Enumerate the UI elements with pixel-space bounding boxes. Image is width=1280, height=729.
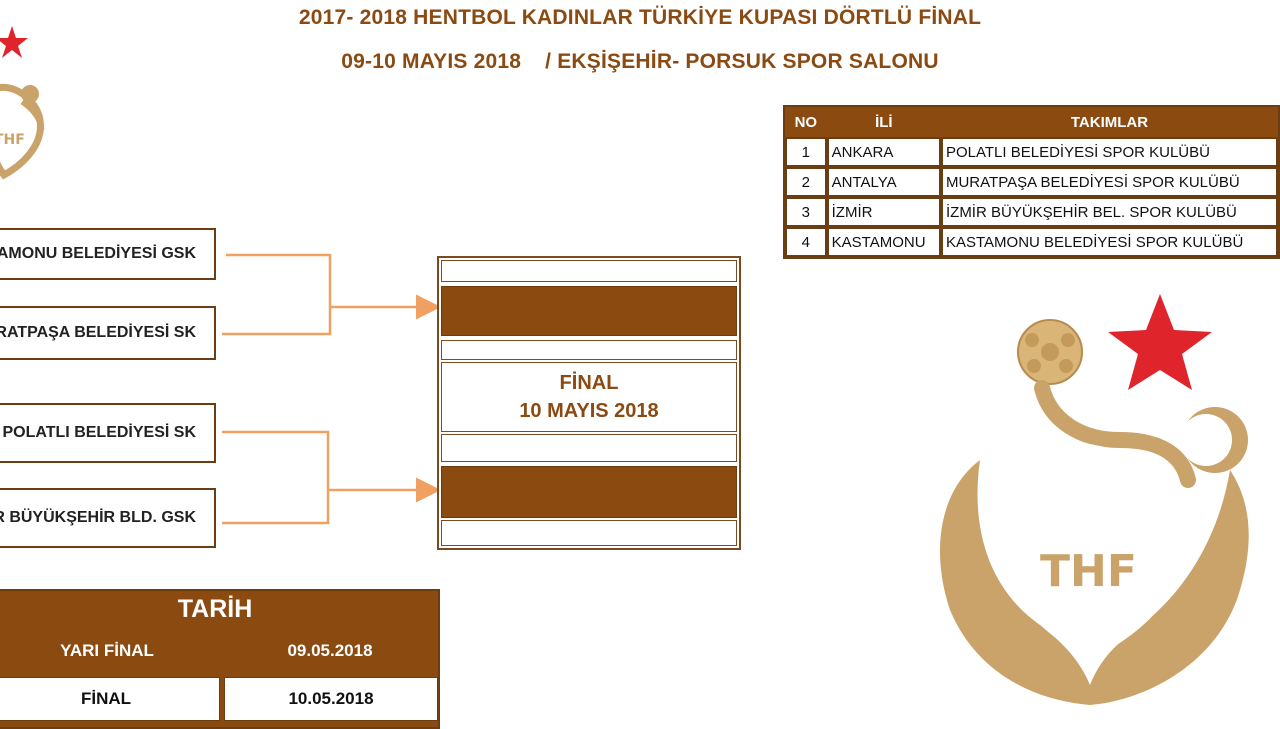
bracket-team-1-label: KASTAMONU BELEDİYESİ GSK [0,245,196,262]
connector-semifinal-1 [222,253,441,336]
bracket-team-2: MURATPAŞA BELEDİYESİ SK [0,306,216,360]
semifinal-2-bottom-slot [441,520,737,546]
schedule-row-semifinal: YARI FİNAL 09.05.2018 [0,631,438,671]
row-no: 1 [785,137,827,167]
thf-logo-large: THF [940,294,1249,705]
row-team: MURATPAŞA BELEDİYESİ SPOR KULÜBÜ [940,167,1278,197]
teams-table-header: NO İLİ TAKIMLAR [785,107,1278,137]
row-team: KASTAMONU BELEDİYESİ SPOR KULÜBÜ [940,227,1278,257]
final-label-box: FİNAL 10 MAYIS 2018 [441,362,737,432]
bracket-team-3: POLATLI BELEDİYESİ SK [0,403,216,463]
semifinal-1-top-slot [441,260,737,282]
semifinal-2-top-slot [441,434,737,462]
table-row: 1 ANKARA POLATLI BELEDİYESİ SPOR KULÜBÜ [785,137,1278,167]
schedule-stage: FİNAL [0,677,220,721]
star-icon [1108,294,1212,390]
semifinal-2-winner-slot [441,466,737,518]
table-row: 4 KASTAMONU KASTAMONU BELEDİYESİ SPOR KU… [785,227,1278,257]
connector-semifinal-2 [222,430,441,525]
row-city: ANTALYA [826,167,941,197]
semifinal-1-bottom-slot [441,340,737,360]
bracket-team-4-label: İZMİR BÜYÜKŞEHİR BLD. GSK [0,509,196,526]
final-column: FİNAL 10 MAYIS 2018 [437,256,741,550]
col-header-teams: TAKIMLAR [940,107,1278,137]
bracket-team-1: KASTAMONU BELEDİYESİ GSK [0,228,216,280]
event-date: 09-10 MAYIS 2018 [341,50,522,73]
schedule-date: 10.05.2018 [224,677,438,721]
final-date: 10 MAYIS 2018 [519,400,659,422]
teams-table: NO İLİ TAKIMLAR 1 ANKARA POLATLI BELEDİY… [783,105,1280,259]
row-city: İZMİR [826,197,941,227]
bracket-team-3-label: POLATLI BELEDİYESİ SK [2,424,197,441]
row-city: ANKARA [826,137,941,167]
table-row: 3 İZMİR İZMİR BÜYÜKŞEHİR BEL. SPOR KULÜB… [785,197,1278,227]
page-subtitle: 09-10 MAYIS 2018 / EKŞİŞEHİR- PORSUK SPOR… [0,50,1280,74]
semifinal-1-winner-slot [441,286,737,336]
bracket-team-4: İZMİR BÜYÜKŞEHİR BLD. GSK [0,488,216,548]
table-row: 2 ANTALYA MURATPAŞA BELEDİYESİ SPOR KULÜ… [785,167,1278,197]
row-no: 3 [785,197,827,227]
col-header-no: NO [785,107,827,137]
row-city: KASTAMONU [826,227,941,257]
page-title: 2017- 2018 HENTBOL KADINLAR TÜRKİYE KUPA… [298,6,982,29]
schedule-table: TARİH YARI FİNAL 09.05.2018 FİNAL 10.05.… [0,589,440,729]
schedule-date: 09.05.2018 [287,641,373,660]
row-team: İZMİR BÜYÜKŞEHİR BEL. SPOR KULÜBÜ [940,197,1278,227]
row-no: 4 [785,227,827,257]
schedule-stage: YARI FİNAL [60,641,154,660]
event-venue: / EKŞİŞEHİR- PORSUK SPOR SALONU [545,50,939,73]
thf-logo-small: THF [0,26,45,180]
logo-text-large: THF [1040,546,1137,597]
bracket-team-2-label: MURATPAŞA BELEDİYESİ SK [0,324,196,341]
final-label: FİNAL [559,372,619,394]
row-team: POLATLI BELEDİYESİ SPOR KULÜBÜ [940,137,1278,167]
row-no: 2 [785,167,827,197]
ball-icon [1017,319,1083,385]
logo-text-small: THF [0,132,25,148]
schedule-title: TARİH [177,595,253,623]
schedule-row-final: FİNAL 10.05.2018 [0,677,438,721]
col-header-city: İLİ [826,107,941,137]
star-icon [0,26,28,58]
